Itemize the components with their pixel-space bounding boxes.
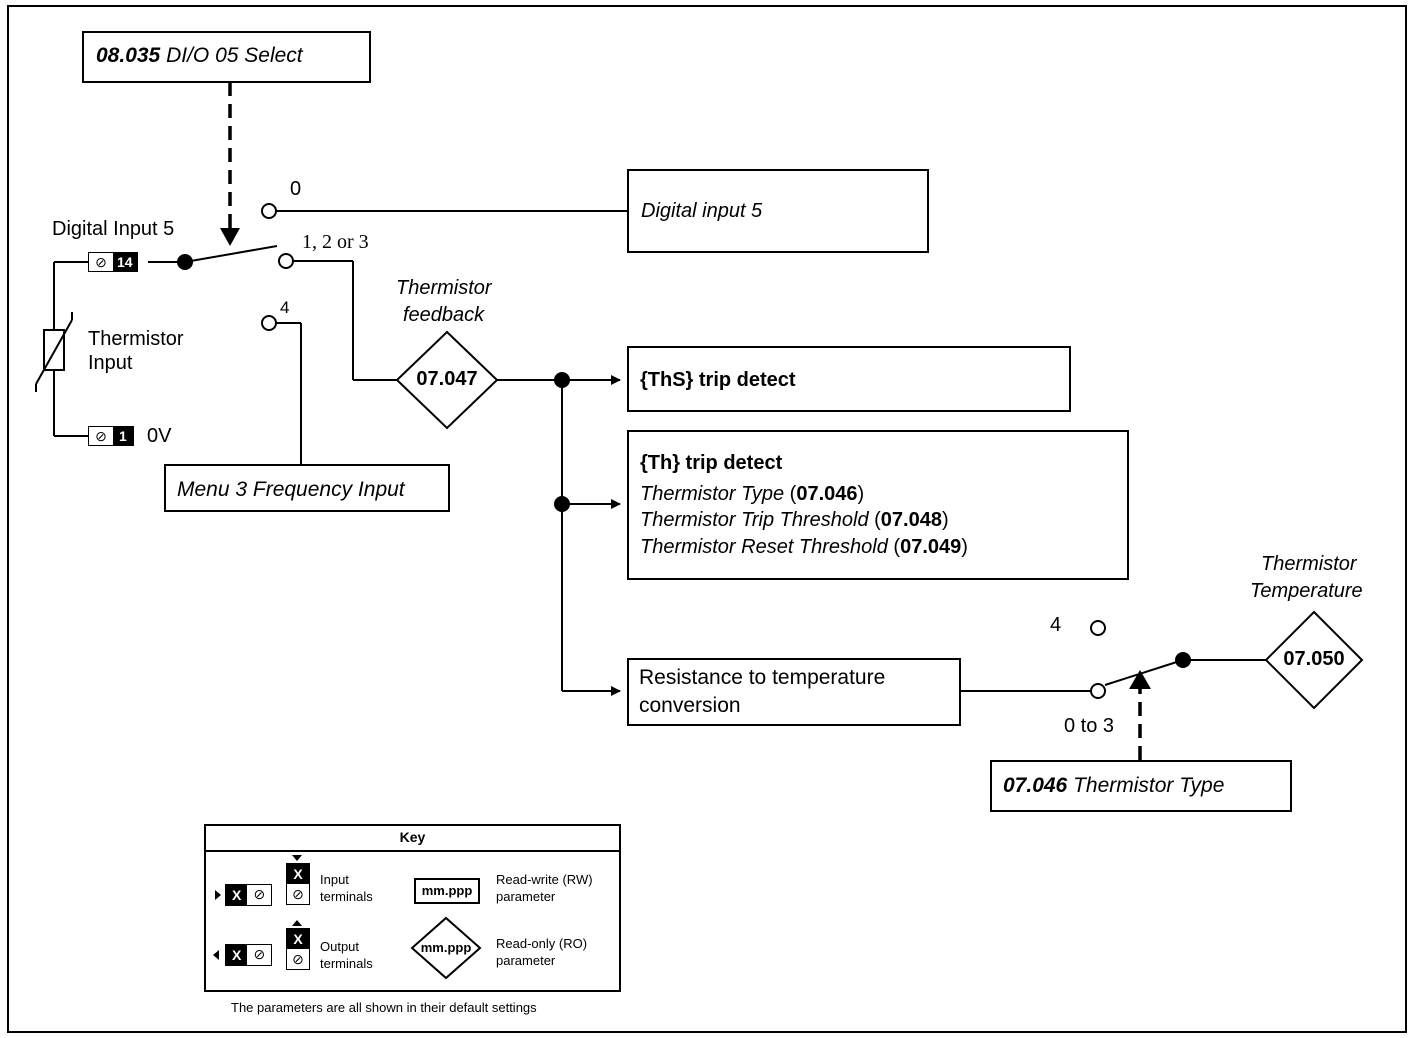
thermistor-type-param: 07.046 [796, 483, 858, 505]
screw-icon: ⊘ [253, 945, 266, 962]
temperature-label-1: Thermistor [1261, 553, 1357, 575]
rw-label-2: parameter [496, 889, 556, 904]
temperature-param: 07.050 [1283, 648, 1345, 670]
feedback-label-1: Thermistor [396, 277, 492, 299]
input-arrow-icon [215, 890, 221, 900]
feedback-param: 07.047 [416, 368, 478, 390]
switch-pos-4-label: 4 [280, 298, 290, 317]
thermistor-type-box: 07.046 Thermistor Type [990, 760, 1292, 812]
input-arrow-down-icon [292, 855, 302, 861]
switch-pos-123-label: 1, 2 or 3 [302, 231, 369, 253]
conversion-line-1: Resistance to temperature [639, 666, 886, 689]
di-select-param-box: 08.035 DI/O 05 Select [82, 31, 371, 83]
conversion-line-2: conversion [639, 694, 741, 717]
trip-threshold-param: 07.048 [880, 509, 942, 531]
terminal-x-label: X [226, 885, 248, 905]
key-legend: Key X ⊘ X ⊘ Input terminals mm.ppp Read-… [204, 824, 621, 992]
output-arrow-up-icon [292, 920, 302, 926]
temp-switch-pos-03-label: 0 to 3 [1064, 715, 1115, 737]
thermistor-input-label-1: Thermistor [88, 328, 184, 350]
zero-v-label: 0V [147, 425, 172, 447]
output-terminals-label-1: Output [320, 939, 360, 954]
th-trip-box: {Th} trip detect Thermistor Type (07.046… [627, 430, 1129, 580]
th-trip-line-1: Thermistor Type (07.046) [640, 483, 865, 505]
ths-trip-box: {ThS} trip detect [627, 346, 1071, 412]
terminal-x-label: X [226, 945, 248, 965]
terminal-1-number: 1 [113, 427, 133, 445]
digital-input-5-text: Digital input 5 [641, 200, 763, 222]
menu3-frequency-text: Menu 3 Frequency Input [177, 478, 405, 501]
ro-label-1: Read-only (RO) [496, 936, 588, 951]
ro-label-2: parameter [496, 953, 556, 968]
resistance-conversion-box: Resistance to temperature conversion [627, 658, 961, 726]
th-trip-line-2: Thermistor Trip Threshold (07.048) [640, 509, 949, 531]
key-output-terminal-vertical: X ⊘ [286, 928, 310, 970]
terminal-x-label: X [287, 929, 309, 949]
digital-input-label: Digital Input 5 [52, 218, 175, 240]
key-ro-diamond [410, 916, 482, 980]
key-output-terminal-horizontal: X ⊘ [225, 944, 273, 966]
feedback-label-2: feedback [403, 304, 485, 326]
trip-threshold-name: Thermistor Trip Threshold [640, 509, 869, 531]
temperature-label-2: Temperature [1250, 580, 1363, 602]
ths-trip-text: {ThS} trip detect [640, 369, 796, 391]
output-arrow-icon [213, 950, 219, 960]
key-ro-sample: mm.ppp [420, 940, 472, 955]
diagram-frame [7, 5, 1407, 1033]
menu3-frequency-box: Menu 3 Frequency Input [164, 464, 450, 512]
terminal-1: ⊘ 1 [88, 426, 134, 446]
key-footnote: The parameters are all shown in their de… [231, 1000, 537, 1015]
thermistor-type-param-name: Thermistor Type [1073, 774, 1225, 797]
temp-switch-pos-4-label: 4 [1050, 614, 1062, 636]
rw-label-1: Read-write (RW) [496, 872, 593, 887]
screw-icon: ⊘ [95, 253, 107, 270]
terminal-14-number: 14 [113, 253, 137, 271]
input-terminals-label-2: terminals [320, 889, 373, 904]
digital-input-5-box: Digital input 5 [627, 169, 929, 253]
key-input-terminal-horizontal: X ⊘ [225, 884, 273, 906]
reset-threshold-name: Thermistor Reset Threshold [640, 536, 888, 558]
screw-icon: ⊘ [292, 951, 304, 967]
switch-pos-0-label: 0 [290, 178, 302, 200]
reset-threshold-param: 07.049 [900, 536, 962, 558]
output-terminals-label-2: terminals [320, 956, 373, 971]
key-rw-sample: mm.ppp [414, 878, 480, 904]
terminal-14: ⊘ 14 [88, 252, 138, 272]
screw-icon: ⊘ [253, 885, 266, 902]
key-title: Key [399, 829, 426, 845]
input-terminals-label-1: Input [320, 872, 349, 887]
key-input-terminal-vertical: X ⊘ [286, 863, 310, 905]
thermistor-type-param-id: 07.046 [1003, 774, 1068, 797]
th-trip-line-3: Thermistor Reset Threshold (07.049) [640, 536, 968, 558]
th-trip-title: {Th} trip detect [640, 452, 783, 474]
di-select-param-name: DI/O 05 Select [166, 44, 303, 67]
di-select-param-id: 08.035 [96, 44, 161, 67]
thermistor-input-label-2: Input [88, 352, 133, 374]
screw-icon: ⊘ [95, 427, 107, 444]
terminal-x-label: X [287, 864, 309, 884]
screw-icon: ⊘ [292, 886, 304, 902]
thermistor-type-name: Thermistor Type [640, 483, 785, 505]
